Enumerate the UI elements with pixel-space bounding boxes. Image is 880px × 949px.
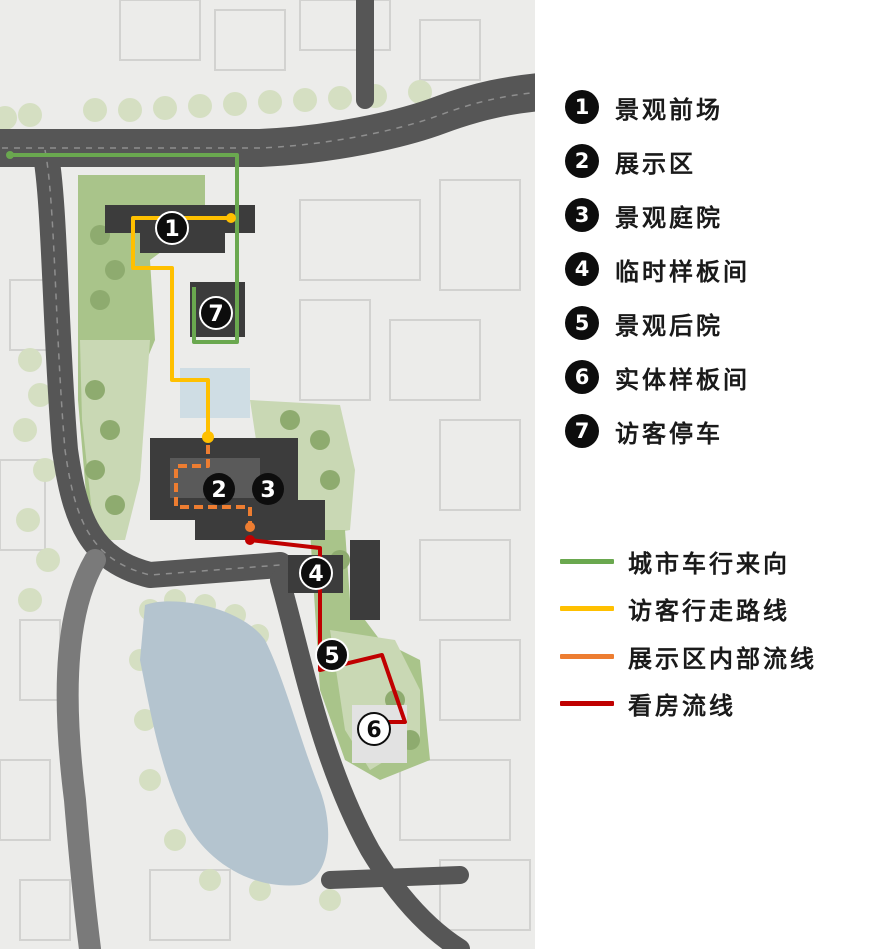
- route-legend-item-1: 城市车行来向: [560, 543, 790, 579]
- legend-item-7: 7 访客停车: [565, 411, 723, 451]
- map-marker-6-label: 6: [366, 718, 381, 743]
- legend-badge-2: 2: [565, 144, 599, 178]
- route-swatch-exhibition-internal: [560, 653, 614, 659]
- route-visitor-walking-start: [226, 213, 236, 223]
- courtyard-pool: [180, 368, 250, 418]
- route-exhibition-internal-end: [245, 522, 255, 532]
- route-label-house-viewing: 看房流线: [628, 691, 736, 720]
- legend-badge-5: 5: [565, 306, 599, 340]
- legend-badge-6: 6: [565, 360, 599, 394]
- legend-badge-3: 3: [565, 198, 599, 232]
- map-marker-2-label: 2: [211, 478, 226, 503]
- site-plan-drawing: 1 7 2 3 4 5 6: [0, 0, 535, 949]
- route-label-exhibition-internal: 展示区内部流线: [628, 644, 817, 673]
- route-legend-item-2: 访客行走路线: [560, 590, 790, 626]
- site-plan-map: 1 7 2 3 4 5 6: [0, 0, 535, 949]
- map-marker-7: 7: [199, 296, 233, 330]
- map-marker-2: 2: [203, 473, 235, 505]
- legend-item-2: 2 展示区: [565, 141, 696, 181]
- map-marker-5-label: 5: [324, 644, 339, 669]
- legend-badge-7: 7: [565, 414, 599, 448]
- lake: [140, 601, 329, 886]
- route-visitor-walking: [131, 216, 231, 437]
- legend-label-1: 景观前场: [615, 95, 723, 124]
- legend-item-6: 6 实体样板间: [565, 357, 750, 397]
- route-label-city-traffic: 城市车行来向: [628, 549, 790, 578]
- map-marker-4-label: 4: [308, 562, 323, 587]
- legend-label-5: 景观后院: [615, 311, 723, 340]
- route-swatch-city-traffic: [560, 558, 614, 564]
- legend-label-4: 临时样板间: [615, 257, 750, 286]
- legend-label-6: 实体样板间: [615, 365, 750, 394]
- map-marker-5: 5: [315, 638, 349, 672]
- route-exhibition-internal: [174, 445, 252, 527]
- map-marker-6: 6: [357, 712, 391, 746]
- legend-item-5: 5 景观后院: [565, 303, 723, 343]
- legend-item-3: 3 景观庭院: [565, 195, 723, 235]
- road-centerlines: [0, 91, 535, 576]
- map-marker-1-label: 1: [164, 217, 179, 242]
- map-marker-7-label: 7: [208, 302, 223, 327]
- tree-canopy: [0, 80, 432, 911]
- route-city-traffic: [10, 153, 239, 344]
- route-swatch-visitor-walking: [560, 605, 614, 611]
- route-visitor-walking-end: [202, 431, 214, 443]
- route-legend-item-3: 展示区内部流线: [560, 638, 817, 674]
- legend-badge-4: 4: [565, 252, 599, 286]
- legend-label-7: 访客停车: [615, 419, 723, 448]
- legend-badge-1: 1: [565, 90, 599, 124]
- city-blocks: [0, 0, 531, 941]
- map-marker-3-label: 3: [260, 478, 275, 503]
- route-house-viewing: [249, 538, 407, 724]
- legend-item-4: 4 临时样板间: [565, 249, 750, 289]
- legend-label-2: 展示区: [615, 149, 696, 178]
- legend-item-1: 1 景观前场: [565, 87, 723, 127]
- route-city-traffic-start: [6, 151, 14, 159]
- route-label-visitor-walking: 访客行走路线: [628, 596, 790, 625]
- map-marker-4: 4: [299, 556, 333, 590]
- map-marker-1: 1: [155, 211, 189, 245]
- route-house-viewing-start: [245, 535, 255, 545]
- route-swatch-house-viewing: [560, 700, 614, 706]
- legend-label-3: 景观庭院: [615, 203, 723, 232]
- route-legend-item-4: 看房流线: [560, 685, 736, 721]
- map-marker-3: 3: [252, 473, 284, 505]
